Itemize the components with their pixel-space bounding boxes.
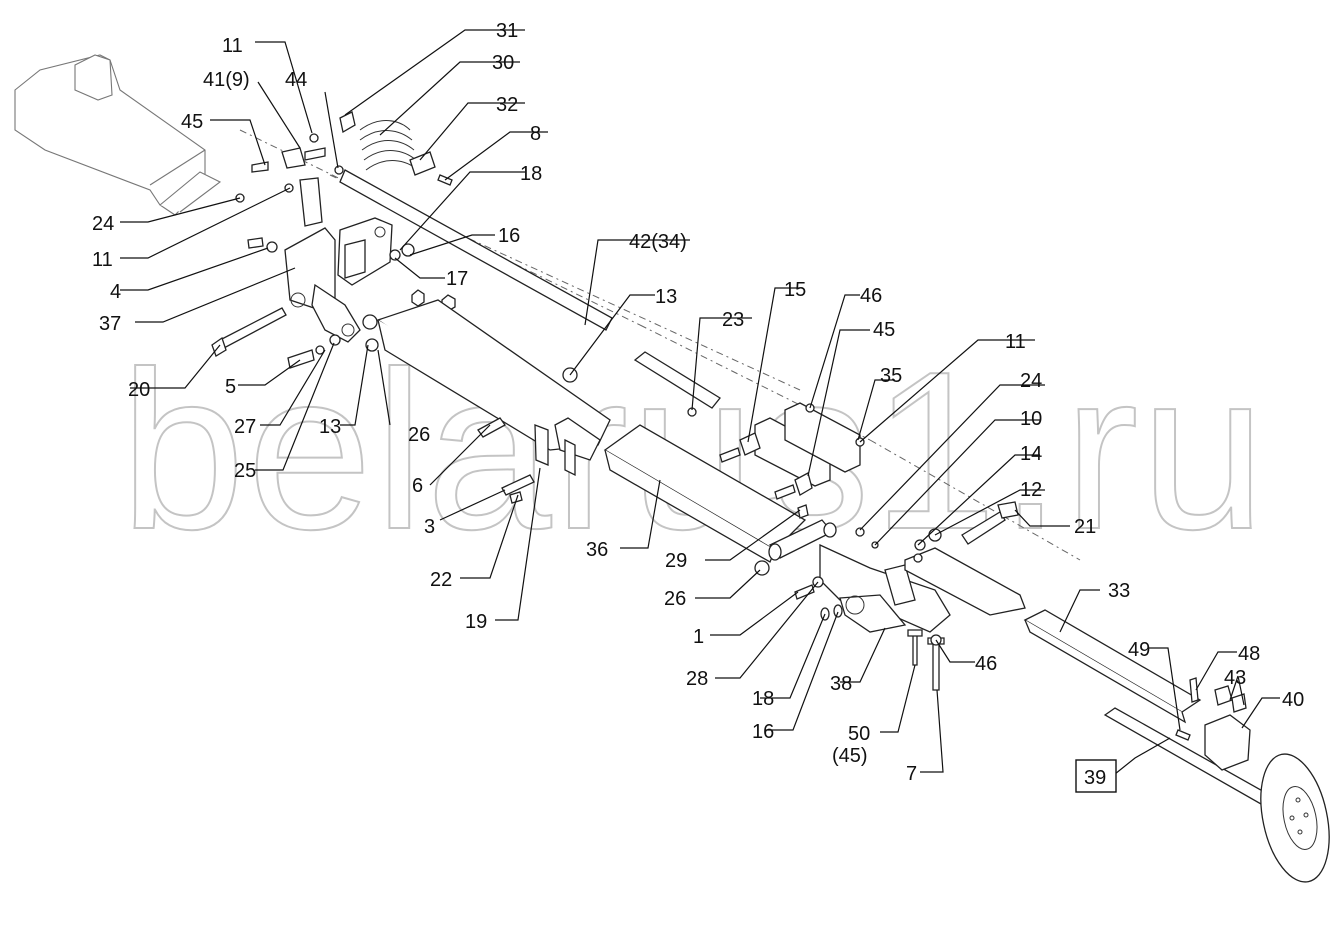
label-4: 4 [110,281,121,303]
label-22: 22 [430,569,452,591]
label-28: 28 [686,668,708,690]
label-7: 7 [906,763,917,785]
label-3: 3 [424,516,435,538]
beam-upper [376,299,611,477]
label-33: 33 [1108,580,1130,602]
label-49: 49 [1128,639,1150,661]
label-30: 30 [492,52,514,74]
bracket-37 [284,177,393,343]
label-31: 31 [496,20,518,42]
label-16: 16 [498,225,520,247]
label-26-b: 26 [664,588,686,610]
label-37: 37 [99,313,121,335]
label-13: 13 [655,286,677,308]
label-50-45: (45) [832,745,868,767]
label-46-b: 46 [975,653,997,675]
label-21: 21 [1074,516,1096,538]
label-18-b: 18 [752,688,774,710]
label-44: 44 [285,69,307,91]
label-24-b: 24 [1020,370,1042,392]
label-41-9: 41(9) [203,69,250,91]
label-19: 19 [465,611,487,633]
label-10: 10 [1020,408,1042,430]
label-11: 11 [222,35,243,57]
bracket-38 [794,543,951,633]
axle-39 [1103,707,1330,883]
label-45-b: 45 [873,319,895,341]
label-13-b: 13 [319,416,341,438]
label-26: 26 [408,424,430,446]
label-39-box [1075,759,1117,793]
label-32: 32 [496,94,518,116]
label-11-b: 11 [92,249,113,271]
label-8: 8 [530,123,541,145]
label-25: 25 [234,460,256,482]
label-15: 15 [784,279,806,301]
label-40: 40 [1282,689,1304,711]
label-5: 5 [225,376,236,398]
bar-12 [904,501,1026,616]
leader-lines [120,29,1280,779]
label-18: 18 [520,163,542,185]
clamp-40 [1175,677,1251,771]
label-20: 20 [128,379,150,401]
label-1: 1 [693,626,704,648]
pins-6-3 [477,417,535,504]
label-35: 35 [880,365,902,387]
label-50: 50 [848,723,870,745]
label-17: 17 [446,268,468,290]
label-48: 48 [1238,643,1260,665]
watermark: belarus1.ru [120,324,1268,576]
label-11-c: 11 [1005,331,1026,353]
label-29: 29 [665,550,687,572]
label-38: 38 [830,673,852,695]
label-46: 46 [860,285,882,307]
label-14: 14 [1020,443,1042,465]
rod-42 [339,169,613,331]
small-hardware-upper [235,133,456,369]
label-6: 6 [412,475,423,497]
label-12: 12 [1020,479,1042,501]
label-24: 24 [92,213,114,235]
label-36: 36 [586,539,608,561]
beam-36 [603,424,807,563]
label-27: 27 [234,416,256,438]
spring-30 [339,111,453,186]
callout-labels: 31 30 11 41(9) 44 32 8 45 18 24 16 42(34… [92,20,1304,793]
label-23: 23 [722,309,744,331]
label-16-b: 16 [752,721,774,743]
label-42-34: 42(34) [629,231,687,253]
label-45: 45 [181,111,203,133]
label-43: 43 [1224,667,1246,689]
label-39: 39 [1084,767,1106,789]
frame-housing [14,54,222,216]
bar-33 [1023,609,1202,724]
bolts-lower [907,629,945,691]
